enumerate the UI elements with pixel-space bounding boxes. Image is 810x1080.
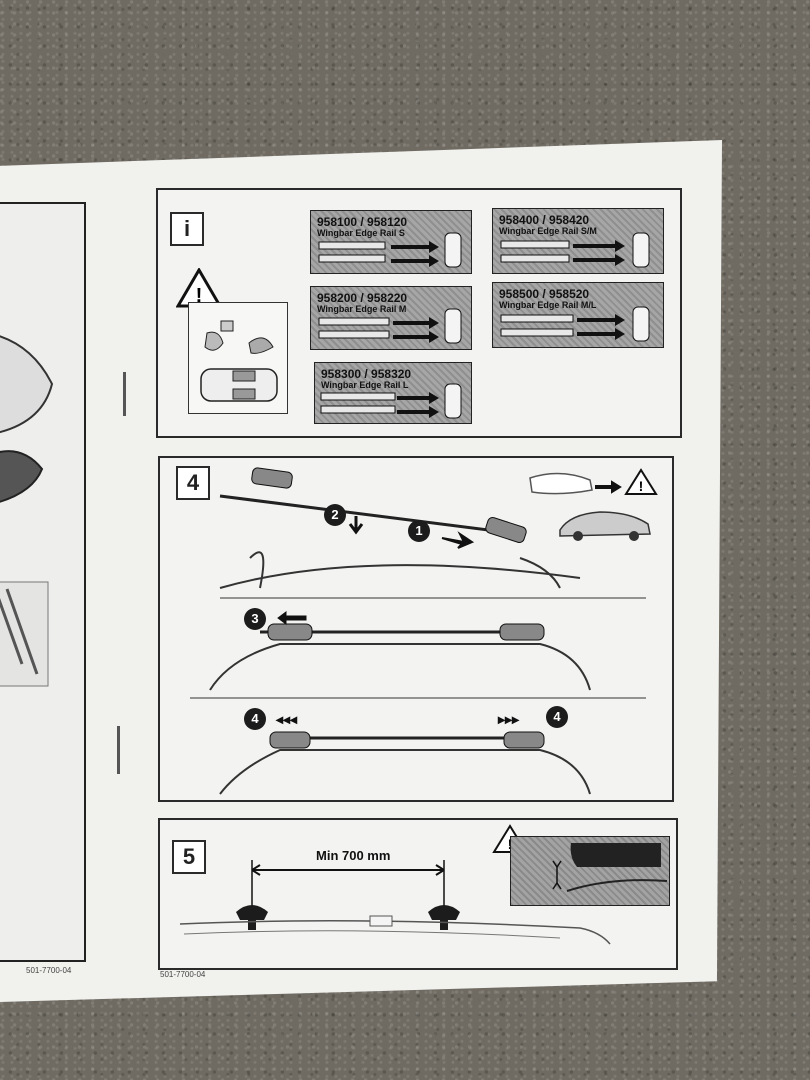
- callout-number: 4: [546, 706, 568, 728]
- model-number: 958500 / 958520: [499, 287, 590, 301]
- model-number: 958100 / 958120: [317, 215, 408, 229]
- svg-text:▸▸▸: ▸▸▸: [497, 711, 520, 727]
- step-5-label: 5: [172, 840, 206, 874]
- step-4-illustration: ! ◂◂◂ ▸▸▸: [190, 467, 658, 795]
- bar-diagram-icon: [318, 308, 462, 344]
- model-card-l: 958300 / 958320 Wingbar Edge Rail L: [314, 362, 472, 424]
- clearance-warning-diagram: [510, 836, 670, 906]
- callout-number: 2: [324, 504, 346, 526]
- model-card-s: 958100 / 958120 Wingbar Edge Rail S: [310, 210, 472, 274]
- step-4-label: 4: [176, 466, 210, 500]
- staple: [117, 726, 120, 774]
- model-card-s-m: 958400 / 958420 Wingbar Edge Rail S/M: [492, 208, 664, 274]
- svg-text:!: !: [196, 285, 203, 307]
- bar-diagram-icon: [500, 306, 650, 342]
- callout-number: 3: [244, 608, 266, 630]
- model-name: Wingbar Edge Rail M/L: [499, 300, 597, 310]
- info-step-label: i: [170, 212, 204, 246]
- model-number: 958300 / 958320: [321, 367, 412, 381]
- bar-diagram-icon: [318, 232, 462, 268]
- info-section: i ! 958100 / 958120 Wingbar Edge Rail S …: [156, 188, 682, 438]
- model-name: Wingbar Edge Rail S/M: [499, 226, 597, 236]
- footer-left-code: 501-7700-04: [26, 966, 72, 975]
- step-5-section: 5 Min 700 mm !: [158, 818, 678, 970]
- callout-number: 1: [408, 520, 430, 542]
- left-page-panel: [0, 202, 86, 962]
- svg-text:◂◂◂: ◂◂◂: [275, 711, 298, 727]
- model-card-m: 958200 / 958220 Wingbar Edge Rail M: [310, 286, 472, 350]
- model-name: Wingbar Edge Rail S: [317, 228, 405, 238]
- model-number: 958200 / 958220: [317, 291, 408, 305]
- footer-right-code: 501-7700-04: [160, 970, 206, 979]
- model-name: Wingbar Edge Rail M: [317, 304, 407, 314]
- staple: [123, 372, 126, 416]
- model-number: 958400 / 958420: [499, 213, 590, 227]
- bar-diagram-icon: [320, 383, 462, 419]
- step-4-section: 4 ! ◂◂◂ ▸▸▸ 2 1 3 4 4: [158, 456, 674, 802]
- model-card-m-l: 958500 / 958520 Wingbar Edge Rail M/L: [492, 282, 664, 348]
- left-panel-illustration: [0, 335, 54, 687]
- callout-number: 4: [244, 708, 266, 730]
- tools-and-car-illustration: [188, 302, 288, 414]
- bar-diagram-icon: [500, 232, 650, 268]
- model-name: Wingbar Edge Rail L: [321, 380, 409, 390]
- min-distance-label: Min 700 mm: [316, 848, 391, 863]
- svg-text:!: !: [639, 478, 644, 494]
